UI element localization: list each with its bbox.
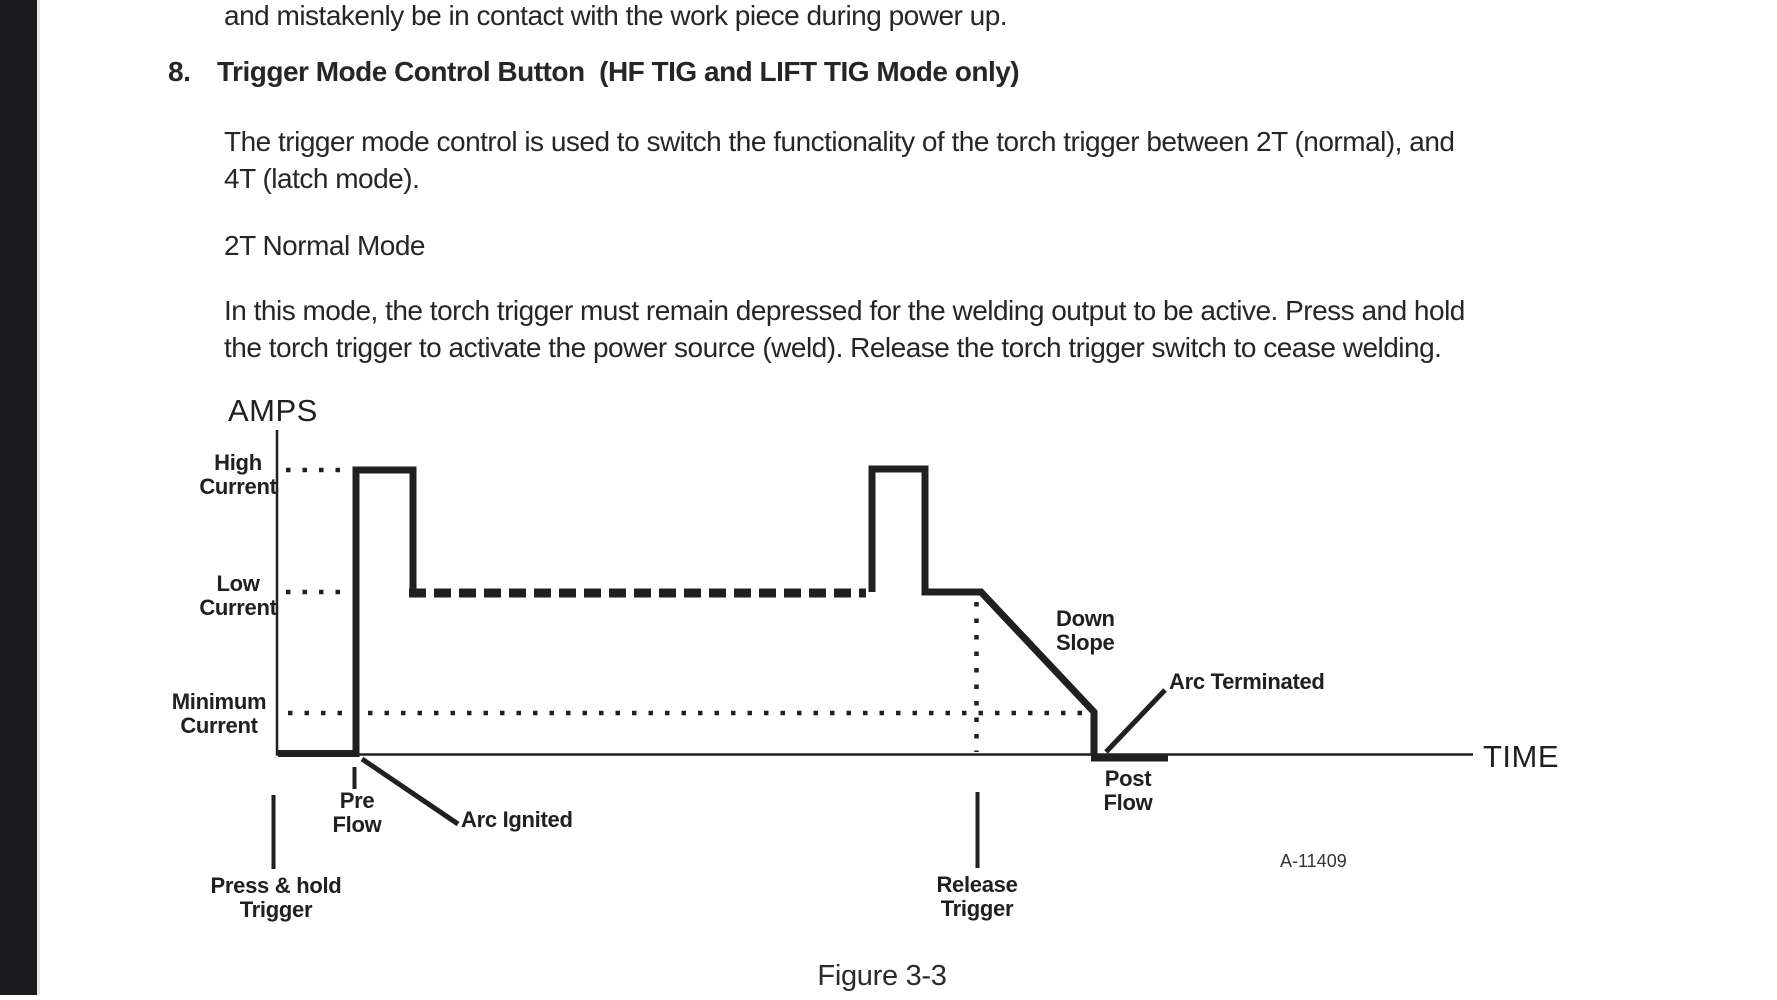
pre-flow-label: Pre Flow bbox=[297, 789, 417, 837]
paragraph-line: the torch trigger to activate the power … bbox=[224, 332, 1442, 363]
label-line: Pre bbox=[339, 788, 375, 813]
label-line: High bbox=[214, 450, 262, 475]
paragraph-line: 4T (latch mode). bbox=[224, 163, 420, 194]
label-line: Press & hold bbox=[210, 873, 342, 898]
heading-number: 8. bbox=[168, 56, 191, 87]
minimum-current-label: Minimum Current bbox=[149, 690, 289, 738]
label-line: Slope bbox=[1056, 630, 1115, 655]
label-line: Current bbox=[180, 713, 258, 738]
high-current-label: High Current bbox=[168, 451, 308, 499]
intro-line: and mistakenly be in contact with the wo… bbox=[224, 0, 1008, 31]
amps-axis-label: AMPS bbox=[228, 393, 318, 428]
down-slope-label: Down Slope bbox=[1056, 607, 1115, 655]
label-line: Trigger bbox=[940, 896, 1014, 921]
label-line: Current bbox=[199, 474, 277, 499]
figure-reference-number: A-11409 bbox=[1280, 851, 1347, 871]
paragraph-line: The trigger mode control is used to swit… bbox=[224, 126, 1455, 157]
release-trigger-label: Release Trigger bbox=[877, 873, 1077, 921]
arc-terminated-callout bbox=[1104, 688, 1167, 754]
paragraph-line: In this mode, the torch trigger must rem… bbox=[224, 295, 1465, 326]
label-line: Minimum bbox=[171, 689, 267, 714]
arc-ignited-callout bbox=[360, 756, 460, 827]
label-line: Flow bbox=[332, 812, 382, 837]
waveform-segment-1 bbox=[278, 466, 417, 757]
post-flow-label: Post Flow bbox=[1078, 767, 1178, 815]
arc-terminated-label: Arc Terminated bbox=[1169, 669, 1325, 694]
figure-caption: Figure 3-3 bbox=[817, 960, 947, 992]
label-line: Low bbox=[216, 571, 260, 596]
label-line: Current bbox=[199, 595, 277, 620]
low-current-label: Low Current bbox=[168, 572, 308, 620]
label-line: Post bbox=[1104, 766, 1152, 791]
label-line: Release bbox=[936, 872, 1018, 897]
press-hold-trigger-label: Press & hold Trigger bbox=[176, 874, 376, 922]
viewer-edge-strip bbox=[0, 0, 40, 995]
waveform-segment-2 bbox=[868, 465, 1098, 754]
label-line: Flow bbox=[1103, 790, 1153, 815]
time-axis-label: TIME bbox=[1483, 739, 1560, 774]
label-line: Down bbox=[1056, 606, 1115, 631]
label-line: Trigger bbox=[239, 897, 313, 922]
heading-text: Trigger Mode Control Button (HF TIG and … bbox=[217, 56, 1020, 87]
subheading: 2T Normal Mode bbox=[224, 230, 426, 261]
arc-ignited-label: Arc Ignited bbox=[461, 807, 573, 832]
